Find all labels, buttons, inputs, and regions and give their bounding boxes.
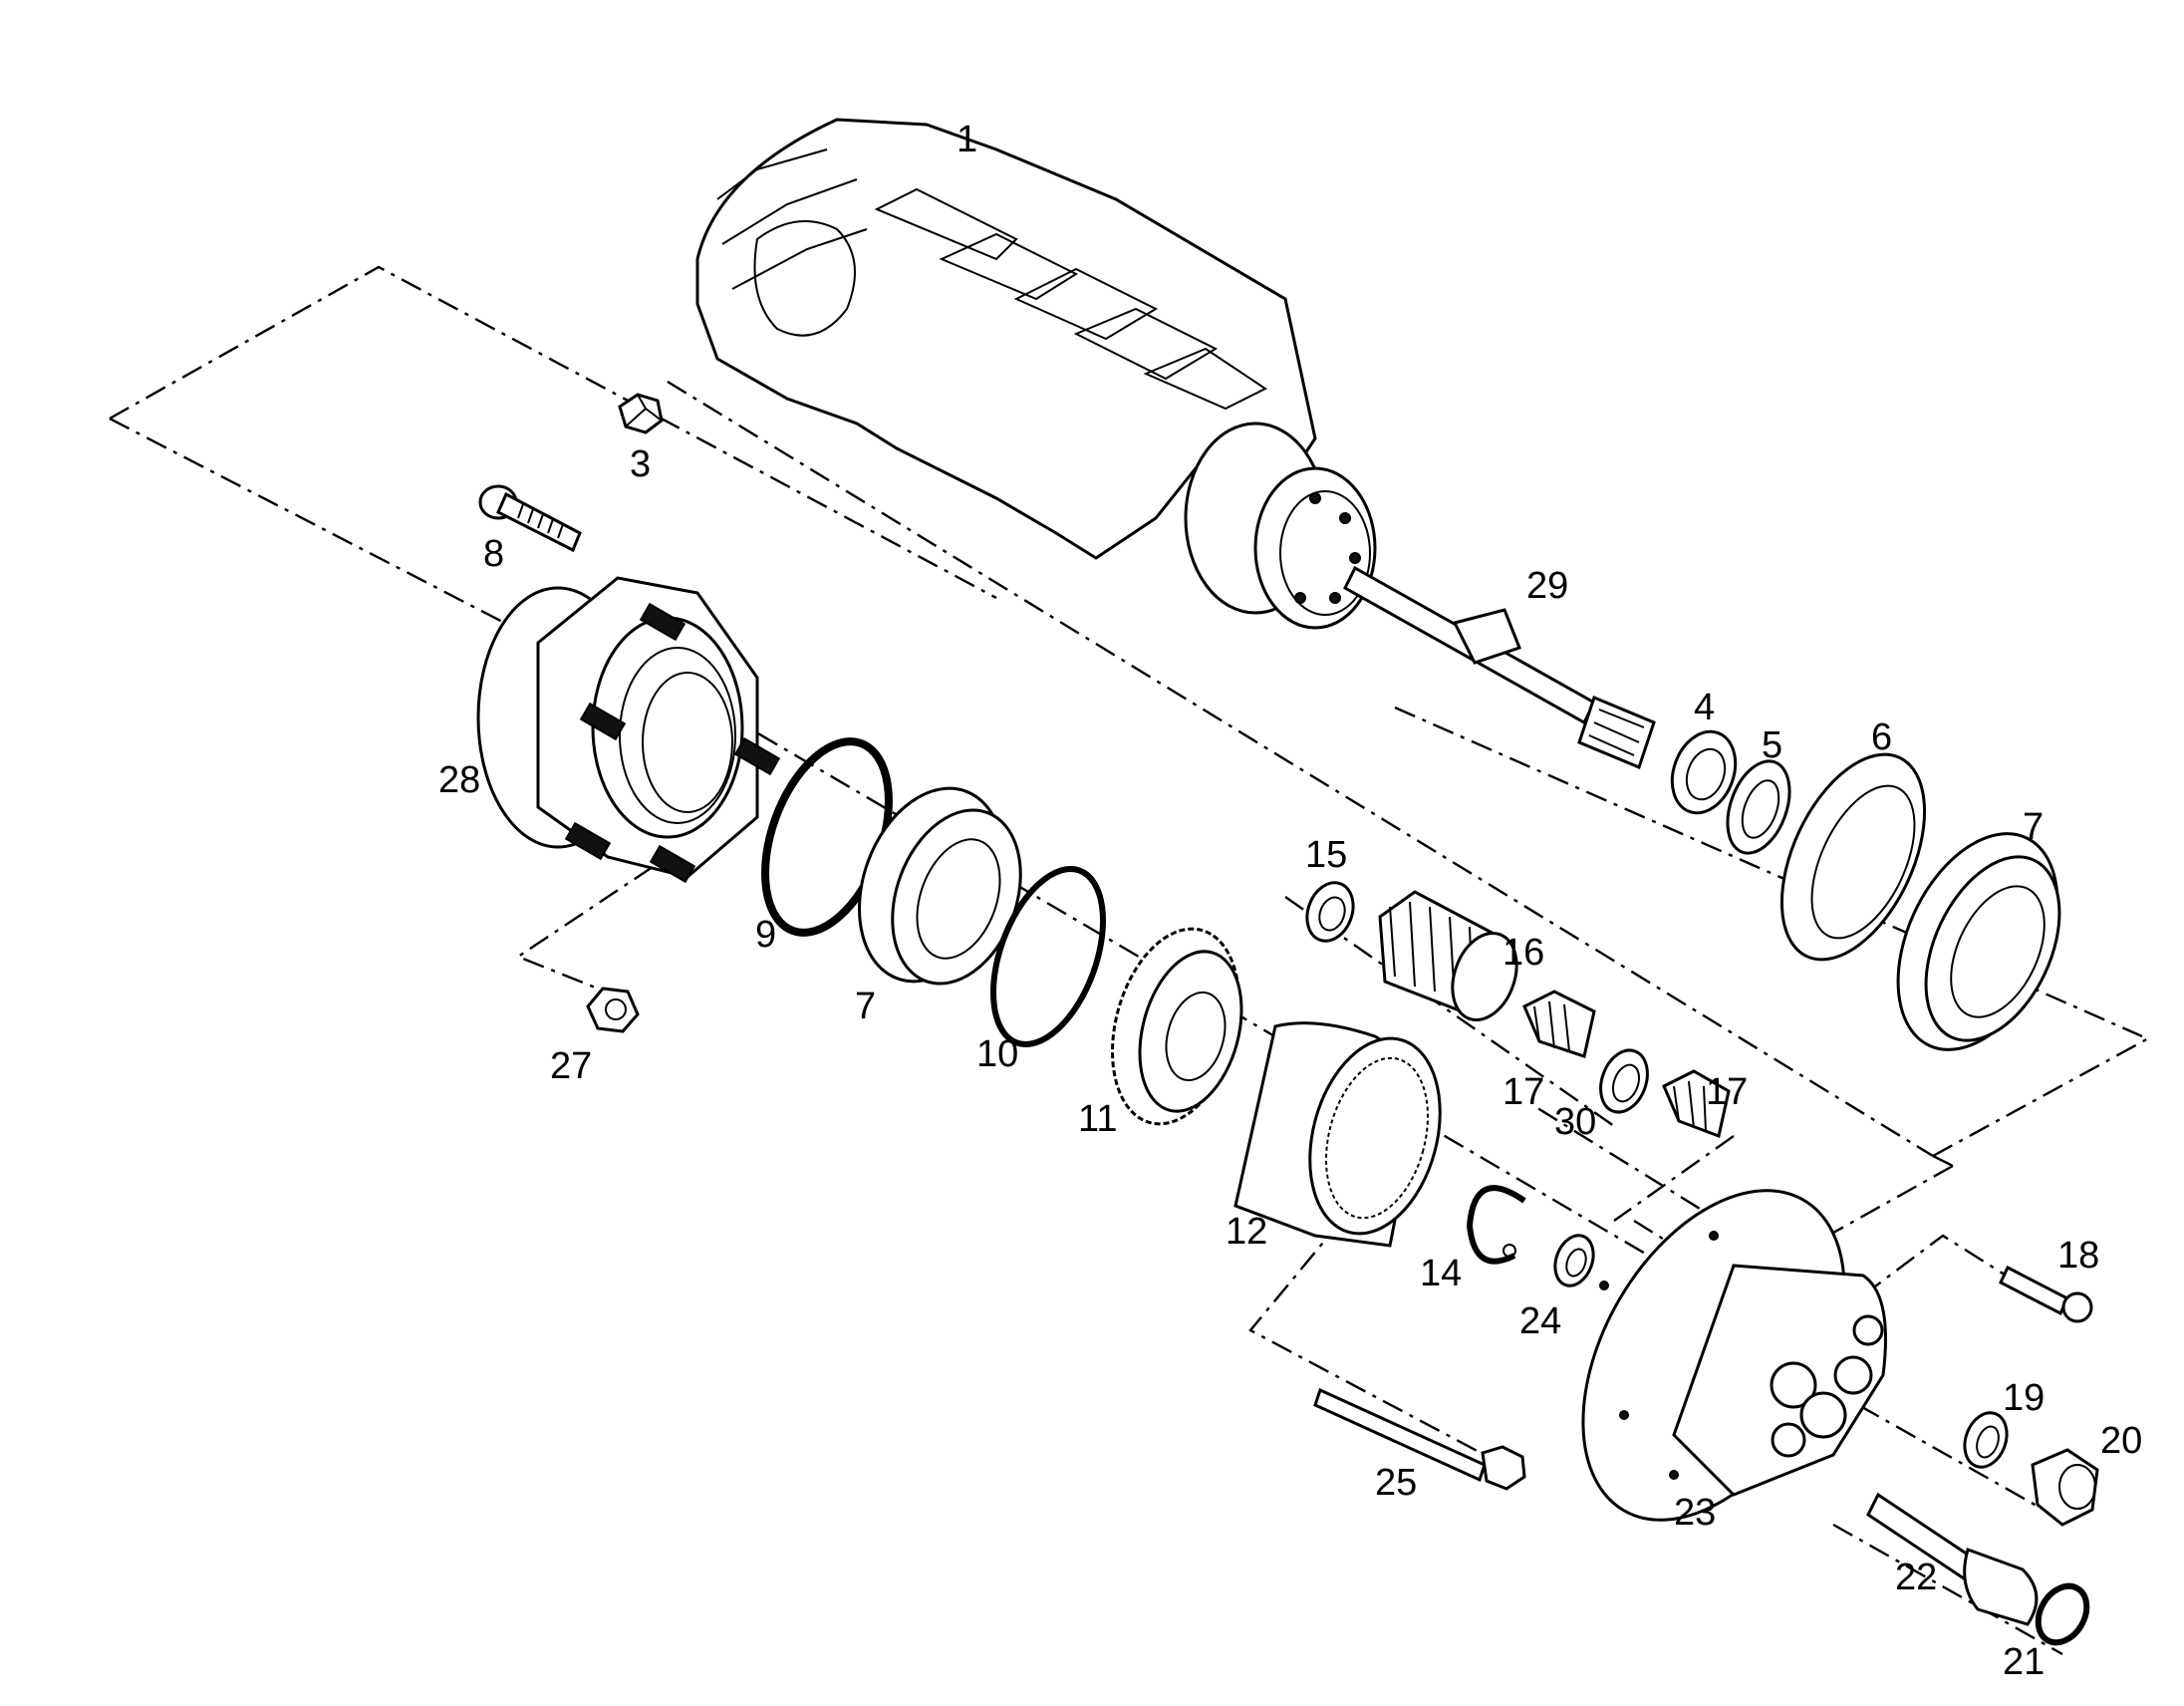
callout-22: 22 [1895, 1557, 1937, 1598]
part-18-screw [1999, 1265, 2093, 1323]
callout-7-left: 7 [855, 986, 876, 1027]
callout-labels: 1 3 4 5 6 7 7 8 9 10 11 12 14 15 16 17 1… [438, 119, 2142, 1683]
part-29-output-shaft [1343, 565, 1656, 770]
callout-10: 10 [976, 1033, 1018, 1075]
part-4-bearing-race [1670, 729, 1738, 815]
part-24-washer [1553, 1234, 1595, 1287]
part-16-spline-sleeve [1378, 890, 1518, 1022]
callout-12: 12 [1226, 1211, 1267, 1253]
callout-4: 4 [1694, 687, 1715, 728]
part-30-spacer-washer [1599, 1048, 1649, 1114]
callout-21: 21 [2003, 1641, 2045, 1683]
callout-17b: 17 [1706, 1071, 1748, 1113]
part-23-hub-cover [1581, 1189, 1887, 1522]
callout-8: 8 [483, 533, 504, 575]
callout-5: 5 [1762, 724, 1782, 766]
callout-30: 30 [1554, 1101, 1596, 1143]
part-25-long-bolt [1313, 1387, 1526, 1491]
part-7-bearing-right [1896, 832, 2061, 1051]
callout-23: 23 [1674, 1492, 1716, 1534]
part-28-hub-flange [476, 576, 781, 884]
part-6-oil-seal [1779, 752, 1927, 962]
part-1-transmission-housing [695, 118, 1377, 630]
part-11-gear [1111, 927, 1243, 1126]
part-19-seal-washer [1963, 1411, 2009, 1469]
callout-9: 9 [755, 914, 776, 956]
callout-29: 29 [1526, 565, 1568, 607]
part-22-planet-pin [1866, 1492, 2039, 1626]
part-5-seal [1726, 759, 1791, 855]
part-15-washer [1305, 881, 1355, 943]
callout-1: 1 [956, 119, 977, 160]
callout-15: 15 [1305, 834, 1347, 876]
callout-14: 14 [1420, 1253, 1462, 1294]
callout-6: 6 [1871, 716, 1892, 758]
part-7-bearing-left [858, 786, 1022, 986]
callout-24: 24 [1519, 1300, 1561, 1342]
callout-16: 16 [1502, 932, 1544, 974]
part-17-needle-bearing-a [1522, 990, 1596, 1058]
part-10-snap-ring [990, 866, 1106, 1047]
callout-3: 3 [630, 443, 651, 485]
part-12-ring-gear [1233, 1021, 1442, 1248]
part-3-drain-plug [618, 393, 664, 434]
callout-28: 28 [438, 759, 480, 801]
part-21-o-ring-small [2035, 1582, 2090, 1646]
callout-20: 20 [2100, 1420, 2142, 1462]
callout-17a: 17 [1502, 1071, 1544, 1113]
callout-19: 19 [2003, 1377, 2045, 1419]
part-20-filler-plug [2031, 1448, 2099, 1527]
callout-7-right: 7 [2023, 806, 2044, 848]
part-27-wheel-nut [586, 987, 640, 1033]
callout-25: 25 [1375, 1462, 1417, 1504]
callout-18: 18 [2057, 1235, 2099, 1277]
part-14-circlip [1466, 1185, 1526, 1265]
part-8-bolt [478, 484, 582, 553]
callout-11: 11 [1078, 1098, 1117, 1140]
part-17-needle-bearing-b [1662, 1069, 1731, 1139]
callout-27: 27 [550, 1045, 592, 1087]
